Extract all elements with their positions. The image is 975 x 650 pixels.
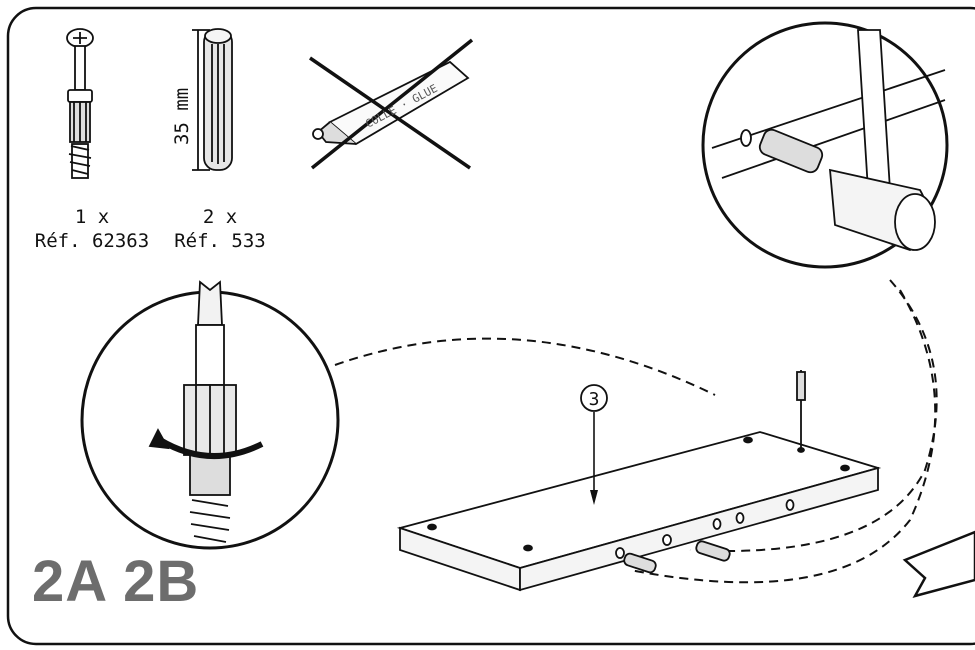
hammer-detail-circle <box>701 21 949 269</box>
panel-number-marker: 3 <box>580 384 608 505</box>
dowel-illustration <box>192 28 233 171</box>
part-ref-dowel: Réf. 533 <box>174 230 266 252</box>
part-label-cam-bolt: 1 x Réf. 62363 <box>22 205 162 253</box>
dowel-length-label: 35 mm <box>171 88 193 145</box>
part-qty-cam-bolt: 1 x <box>74 206 110 228</box>
next-step-arrow-icon <box>902 530 975 598</box>
part-ref-cam-bolt: Réf. 62363 <box>34 230 150 252</box>
cam-bolt-illustration <box>66 28 94 179</box>
panel-number: 3 <box>589 389 600 410</box>
part-label-dowel: 2 x Réf. 533 <box>160 205 280 253</box>
shelf-panel <box>396 370 882 592</box>
part-qty-dowel: 2 x <box>202 206 238 228</box>
page-border <box>6 6 975 646</box>
connection-lines <box>334 279 938 584</box>
screwdriver-detail-circle <box>80 280 340 550</box>
step-label: 2A 2B <box>32 549 200 614</box>
no-glue-illustration <box>309 38 474 170</box>
